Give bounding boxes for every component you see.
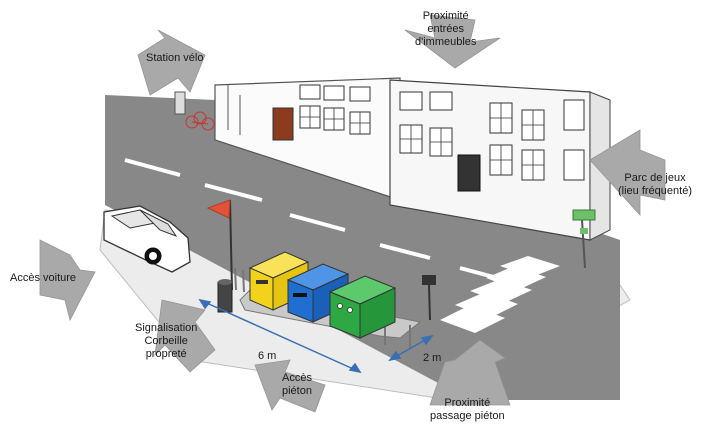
trash-bin bbox=[217, 279, 233, 313]
label-station-velo: Station vélo bbox=[146, 52, 204, 64]
arrow-up-left-icon bbox=[154, 299, 216, 373]
recycling-containers bbox=[248, 251, 397, 339]
label-parc-de-jeux: Parc de jeux (lieu fréquenté) bbox=[618, 172, 692, 197]
dimension-lines bbox=[198, 298, 434, 374]
buildings bbox=[214, 77, 611, 241]
arrow-right-icon bbox=[39, 239, 96, 322]
signal-flag bbox=[206, 199, 233, 291]
arrow-down-right-icon bbox=[137, 29, 206, 96]
door-dark bbox=[457, 154, 481, 192]
label-proximite-entrees: Proximité entrées d'immeubles bbox=[415, 10, 477, 48]
label-signalisation: Signalisation Corbeille propreté bbox=[135, 322, 198, 360]
park-sign bbox=[572, 209, 596, 269]
label-dimension-length: 6 m bbox=[258, 350, 277, 362]
pedestrian-crossing bbox=[440, 256, 560, 333]
label-acces-voiture: Accès voiture bbox=[10, 272, 77, 284]
arrow-up-left-icon-2 bbox=[254, 359, 326, 413]
arrow-up-icon bbox=[429, 339, 511, 406]
arrow-left-icon bbox=[589, 129, 666, 217]
small-post-sign bbox=[422, 275, 436, 321]
green-container bbox=[328, 275, 397, 339]
label-acces-pieton: Accès piéton bbox=[282, 372, 312, 397]
bike-station-sketch bbox=[174, 85, 241, 135]
door-brown bbox=[272, 107, 294, 141]
arrows bbox=[39, 14, 666, 413]
label-dimension-width: 2 m bbox=[423, 352, 442, 364]
arrow-down-icon bbox=[404, 14, 501, 69]
parked-car bbox=[103, 205, 191, 273]
label-proximite-passage: Proximité passage piéton bbox=[430, 397, 505, 422]
